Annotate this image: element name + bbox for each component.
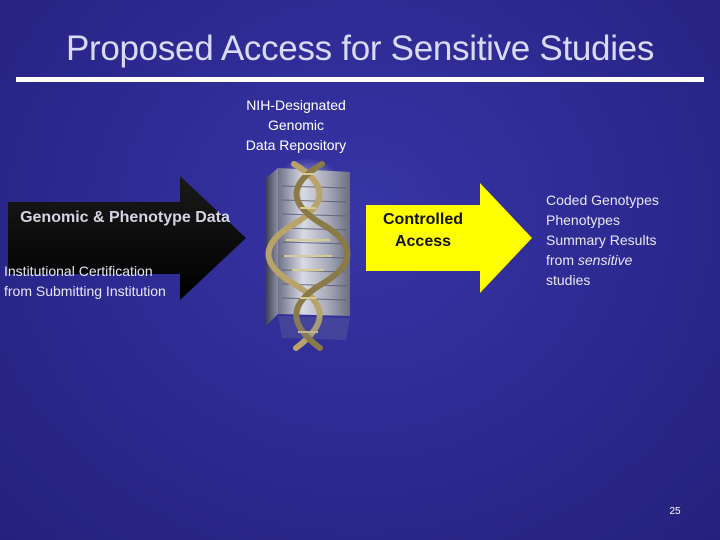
page-number: 25 (660, 506, 690, 517)
output-line-5: studies (546, 270, 718, 290)
certification-text: Institutional Certification from Submitt… (4, 261, 244, 301)
certification-line-1: Institutional Certification (4, 261, 244, 281)
repository-label-line-3: Data Repository (216, 135, 376, 155)
title-underline (16, 77, 704, 82)
input-arrow-label: Genomic & Phenotype Data (20, 207, 230, 229)
slide-title: Proposed Access for Sensitive Studies (0, 28, 720, 70)
repository-label: NIH-Designated Genomic Data Repository (216, 95, 376, 155)
repository-label-line-2: Genomic (216, 115, 376, 135)
output-line-4-emphasis: sensitive (578, 252, 632, 268)
output-line-1: Coded Genotypes (546, 190, 718, 210)
certification-line-2: from Submitting Institution (4, 281, 244, 301)
output-line-2: Phenotypes (546, 210, 718, 230)
output-line-4: from sensitive (546, 250, 718, 270)
output-data-list: Coded Genotypes Phenotypes Summary Resul… (546, 190, 718, 290)
repository-label-line-1: NIH-Designated (216, 95, 376, 115)
output-line-4-prefix: from (546, 252, 578, 268)
output-arrow-label: Controlled Access (370, 209, 476, 253)
output-line-3: Summary Results (546, 230, 718, 250)
server-with-dna-helix-icon (256, 156, 360, 356)
